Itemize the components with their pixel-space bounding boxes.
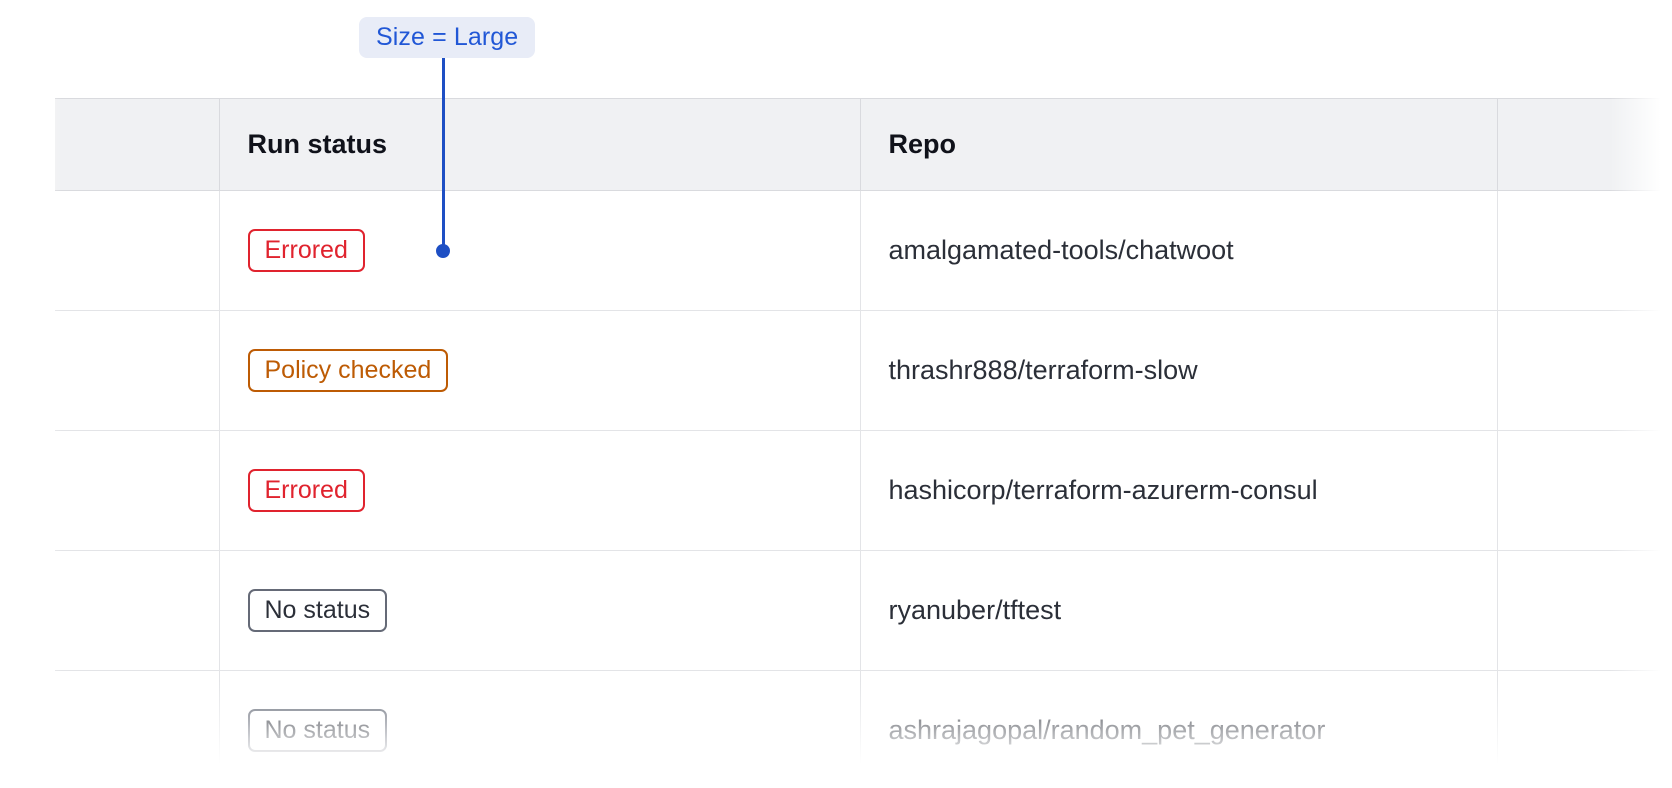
cell-tail [1497, 190, 1672, 311]
cell-spacer [55, 550, 220, 671]
cell-spacer [55, 190, 220, 311]
cell-repo: ryanuber/tftest [860, 550, 1498, 671]
cell-tail [1497, 430, 1672, 551]
repo-name[interactable]: amalgamated-tools/chatwoot [888, 235, 1234, 265]
cell-repo: thrashr888/terraform-slow [860, 310, 1498, 431]
table-row[interactable]: No status ashrajagopal/random_pet_generat… [55, 670, 1672, 788]
column-header-spacer [55, 98, 220, 191]
cell-tail [1497, 550, 1672, 671]
repo-name[interactable]: ashrajagopal/random_pet_generator [888, 715, 1326, 745]
cell-run-status: No status [219, 550, 861, 671]
left-edge-fade [0, 0, 62, 788]
status-badge[interactable]: Errored [247, 229, 365, 272]
annotation-anchor-dot[interactable] [436, 244, 450, 258]
cell-run-status: Errored [219, 430, 861, 551]
runs-table-container: Run status Repo Errored amalgamated-tools… [55, 98, 1672, 788]
cell-repo: amalgamated-tools/chatwoot [860, 190, 1498, 311]
table-row[interactable]: Errored hashicorp/terraform-azurerm-consu… [55, 430, 1672, 551]
runs-table: Run status Repo Errored amalgamated-tools… [55, 98, 1672, 788]
repo-name[interactable]: hashicorp/terraform-azurerm-consul [888, 475, 1318, 505]
table-row[interactable]: Policy checked thrashr888/terraform-slow [55, 310, 1672, 431]
cell-repo: hashicorp/terraform-azurerm-consul [860, 430, 1498, 551]
status-badge[interactable]: No status [247, 589, 388, 632]
status-badge[interactable]: Errored [247, 469, 365, 512]
cell-spacer [55, 310, 220, 431]
table-header: Run status Repo [55, 98, 1672, 191]
status-badge[interactable]: Policy checked [247, 349, 449, 392]
annotation-badge[interactable]: Size = Large [359, 17, 536, 58]
cell-run-status: Policy checked [219, 310, 861, 431]
cell-repo: ashrajagopal/random_pet_generator [860, 670, 1498, 788]
repo-name[interactable]: ryanuber/tftest [888, 595, 1062, 625]
cell-run-status: No status [219, 670, 861, 788]
column-header-tail [1497, 98, 1672, 191]
column-header-run-status[interactable]: Run status [219, 98, 861, 191]
column-header-repo[interactable]: Repo [860, 98, 1498, 191]
status-badge[interactable]: No status [247, 709, 388, 752]
cell-spacer [55, 670, 220, 788]
repo-name[interactable]: thrashr888/terraform-slow [888, 355, 1198, 385]
table-row[interactable]: No status ryanuber/tftest [55, 550, 1672, 671]
cell-spacer [55, 430, 220, 551]
table-row[interactable]: Errored amalgamated-tools/chatwoot [55, 190, 1672, 311]
cell-tail [1497, 670, 1672, 788]
table-header-row: Run status Repo [55, 98, 1672, 191]
cell-tail [1497, 310, 1672, 431]
cell-run-status: Errored [219, 190, 861, 311]
